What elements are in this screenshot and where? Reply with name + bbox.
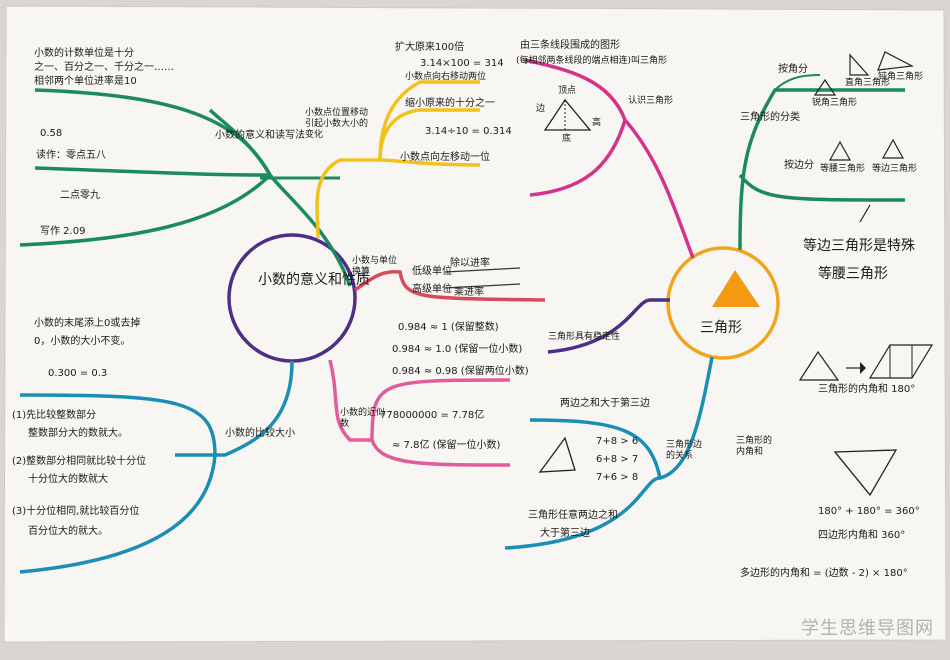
compare-line: (3)十分位相同,就比较百分位 [12,506,140,517]
units-line: 除以进率 [450,258,490,269]
branch-label-compare: 小数的比较大小 [225,428,295,439]
height-line: 由三条线段围成的图形 [520,40,620,51]
meaning-line: 二点零九 [60,190,100,201]
move-line: 3.14÷10 = 0.314 [425,126,512,137]
interior-angle-sketch-1 [798,350,840,381]
move-line: 小数点向右移动两位 [405,72,487,82]
meaning-line: 小数的计数单位是十分 [34,48,134,59]
branch-label-classify: 三角形的分类 [740,112,800,123]
units-line: 高级单位 [412,284,452,295]
height-line: 顶点 [558,86,577,96]
equilateral-triangle-icon [881,138,905,159]
height-line: 底 [562,134,572,144]
compare-line: 整数部分大的数就大。 [28,428,128,439]
sides-line: 三角形任意两边之和 [528,510,618,521]
interior-angle-sketch-2 [868,344,934,379]
paper-sheet [3,5,947,643]
right-triangle-icon [849,53,870,76]
classify-by-side: 按边分 [784,160,814,171]
classify-note: 等边三角形是特殊 [803,238,915,254]
property-line: 0，小数的大小不变。 [34,336,131,347]
center-title-left: 小数的意义和性质 [258,272,370,288]
acute-triangle-icon [813,78,837,96]
branch-units-red [354,270,546,302]
branch-label-move: 小数点位置移动引起小数大小的变化 [305,108,369,140]
watermark: 学生思维导图网 [801,618,934,639]
branch-stable-purple [547,298,670,354]
angle-type: 锐角三角形 [812,98,858,108]
approx-line: 0.984 ≈ 1.0 (保留一位小数) [392,344,523,355]
branch-label-interior: 三角形的内角和 [736,436,773,457]
branch-approx-pink [328,359,372,442]
move-line: 扩大原来100倍 [395,42,465,53]
property-line: 0.300 = 0.3 [48,368,108,379]
angle-type: 钝角三角形 [878,72,924,82]
compare-line: (1)先比较整数部分 [12,410,97,421]
sides-line: 大于第三边 [540,528,590,539]
interior-line: 四边形内角和 360° [818,530,906,541]
approx-line: 0.984 ≈ 0.98 (保留两位小数) [392,366,529,377]
branch-label-sides: 三角形边的关系 [666,440,703,461]
branch-label-approx: 小数的近似数 [340,408,386,429]
compare-line: 十分位大的数就大 [28,474,108,485]
units-line: 低级单位 [412,266,452,277]
center-node-triangle [666,246,780,360]
triangle-icon [712,270,760,307]
sides-line: 6+8 > 7 [596,454,639,465]
interior-line: 多边形的内角和 = (边数 - 2) × 180° [740,568,908,579]
sides-line: 两边之和大于第三边 [560,398,650,409]
branch-classify-green [738,88,905,251]
branch-label-stable: 三角形具有稳定性 [548,332,621,342]
branch-move-yellow [315,158,380,239]
height-line: 高 [592,118,602,128]
sides-line: 7+8 > 6 [596,436,639,447]
isosceles-triangle-icon [828,140,852,161]
branch-label-height: 认识三角形 [628,96,674,106]
units-line: 乘进率 [454,287,484,298]
obtuse-triangle-icon [877,51,915,71]
approx-line: 0.984 ≈ 1 (保留整数) [398,322,499,333]
center-title-right: 三角形 [700,320,742,336]
meaning-line: 读作：零点五八 [36,150,106,161]
interior-line: 180° + 180° = 360° [818,506,920,517]
move-line: 3.14×100 = 314 [420,58,504,69]
meaning-line: 写作 2.09 [40,226,86,237]
side-type: 等腰三角形 [820,164,866,174]
classify-note: 等腰三角形 [818,266,888,282]
triangle-height-sketch [543,98,592,131]
compare-line: (2)整数部分相同就比较十分位 [12,456,147,467]
triangle-sides-sketch [538,436,576,473]
branch-compare-blue [175,360,294,457]
branch-label-meaning: 小数的意义和读写法 [215,130,305,141]
interior-line: 三角形的内角和 180° [818,384,916,395]
approx-line: ≈ 7.8亿 (保留一位小数) [392,440,501,451]
compare-line: 百分位大的就大。 [28,526,108,537]
side-type: 等边三角形 [872,164,918,174]
move-line: 小数点向左移动一位 [400,152,490,163]
move-line: 缩小原来的十分之一 [405,98,495,109]
meaning-line: 之一、百分之一、千分之一…… [34,62,174,73]
meaning-line: 相邻两个单位进率是10 [34,76,137,87]
branch-label-units: 小数与单位换算 [352,256,398,277]
height-line: (每相邻两条线段的端点相连)叫三角形 [516,56,668,66]
property-line: 小数的末尾添上0或去掉 [34,318,141,329]
sides-line: 7+6 > 8 [596,472,639,483]
classify-by-angle: 按角分 [778,64,808,75]
meaning-line: 0.58 [40,128,63,139]
height-line: 边 [536,104,546,114]
approx-line: 778000000 = 7.78亿 [380,410,485,421]
angle-type: 直角三角形 [845,78,891,88]
